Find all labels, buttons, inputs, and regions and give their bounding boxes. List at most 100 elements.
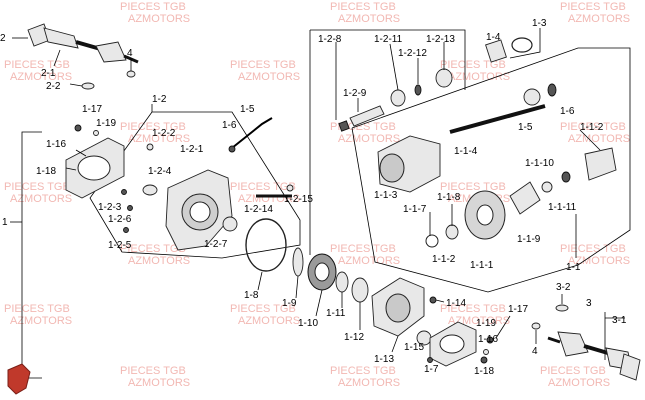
label-1-2-9: 1-2-9 <box>343 88 367 99</box>
label-2-2: 2-2 <box>46 81 61 92</box>
ring-1-1-6 <box>547 83 557 97</box>
washer-1-2-15 <box>286 184 294 192</box>
watermark-layer: PIECES TGB AZMOTORS PIECES TGB AZMOTORS … <box>4 1 630 389</box>
label-1-10: 1-10 <box>298 318 318 329</box>
seal-1-2-4 <box>142 184 158 196</box>
label-1-2-6: 1-2-6 <box>108 214 132 225</box>
bearing-1-1-8 <box>445 224 459 240</box>
watermark-line1: PIECES TGB <box>120 121 186 133</box>
watermark-line1: PIECES TGB <box>4 59 70 71</box>
label-3-2: 3-2 <box>556 282 571 293</box>
label-1-2-3: 1-2-3 <box>98 202 122 213</box>
drive-shaft-3 <box>531 294 641 381</box>
bolt-1-2-5 <box>123 227 129 233</box>
left-cover-plate <box>65 124 125 199</box>
watermark-line1: PIECES TGB <box>230 303 296 315</box>
seal-1-2-13 <box>435 68 453 88</box>
drive-shaft-2 <box>27 23 139 90</box>
ring-gear-1-10-hub <box>314 262 330 282</box>
label-1-1-9: 1-1-9 <box>517 234 541 245</box>
upper-shaft-group <box>335 42 453 132</box>
ring-1-1-10 <box>561 171 571 183</box>
bearing-1-2-7 <box>222 216 238 232</box>
pinion-1-2-9 <box>349 105 385 127</box>
plug-1-2-2 <box>146 143 154 151</box>
label-1-2-4: 1-2-4 <box>148 166 172 177</box>
sleeve-1-4 <box>485 39 507 63</box>
part-labels: 2 2-1 2-2 4 1-2-8 1-2-11 1-2-13 1-2-12 1… <box>0 18 627 377</box>
watermark-line1: PIECES TGB <box>120 1 186 13</box>
watermark-line2: AZMOTORS <box>128 377 190 389</box>
label-1-1-10: 1-1-10 <box>525 158 554 169</box>
leader-2-2 <box>69 83 83 87</box>
label-1-16b: 1-16 <box>478 334 498 345</box>
label-1-18: 1-18 <box>36 166 56 177</box>
label-1-2-11: 1-2-11 <box>374 34 403 45</box>
group-1-bracket <box>21 131 42 379</box>
ring-gear-assembly <box>245 218 511 367</box>
shim-1-9 <box>292 247 304 277</box>
leader-1-2-11 <box>389 43 399 91</box>
label-1-8: 1-8 <box>244 290 259 301</box>
spacer-1-2-12 <box>414 84 422 96</box>
watermark-line2: AZMOTORS <box>568 255 630 267</box>
drive-shaft-3-cup <box>619 353 641 381</box>
drive-shaft-3-spline <box>547 336 561 344</box>
watermark-line1: PIECES TGB <box>4 303 70 315</box>
boot-1-1-12 <box>584 147 617 181</box>
label-1-1-7: 1-1-7 <box>403 204 427 215</box>
watermark-line1: PIECES TGB <box>120 243 186 255</box>
label-1-9: 1-9 <box>282 298 297 309</box>
watermark-line2: AZMOTORS <box>10 71 72 83</box>
label-1-1-3: 1-1-3 <box>374 190 398 201</box>
label-1-6: 1-6 <box>560 106 575 117</box>
watermark-line1: PIECES TGB <box>440 303 506 315</box>
label-1-3: 1-3 <box>532 18 547 29</box>
label-1-2: 1-2 <box>152 94 167 105</box>
watermark-line1: PIECES TGB <box>330 365 396 377</box>
label-1-19b: 1-19 <box>476 318 496 329</box>
label-1-5: 1-5 <box>518 122 533 133</box>
leader-1-8 <box>257 271 263 291</box>
leader-1-10 <box>315 289 323 317</box>
watermark-line2: AZMOTORS <box>10 315 72 327</box>
label-1-4: 1-4 <box>486 32 501 43</box>
watermark-line2: AZMOTORS <box>10 193 72 205</box>
bearing-1-1-5 <box>523 88 541 106</box>
watermark-line2: AZMOTORS <box>338 13 400 25</box>
cover-plate-hole <box>77 155 111 181</box>
watermark-line1: PIECES TGB <box>120 365 186 377</box>
bearing-1-12 <box>351 277 369 303</box>
label-1-1-4: 1-1-4 <box>454 146 478 157</box>
label-1-6-clip: 1-6 <box>222 120 237 131</box>
watermark-line2: AZMOTORS <box>338 377 400 389</box>
label-2-1: 2-1 <box>41 68 56 79</box>
watermark-line1: PIECES TGB <box>440 59 506 71</box>
watermark-line1: PIECES TGB <box>540 365 606 377</box>
watermark-line1: PIECES TGB <box>230 59 296 71</box>
drive-shaft-boot <box>43 27 79 49</box>
housing-bore-inner <box>189 201 211 223</box>
circlip-3-2 <box>555 304 569 312</box>
brand-shield-icon <box>7 363 31 395</box>
label-2: 2 <box>0 33 6 44</box>
label-1-1-8: 1-1-8 <box>437 192 461 203</box>
watermark-line2: AZMOTORS <box>448 71 510 83</box>
label-1-17b: 1-17 <box>508 304 528 315</box>
group-1-1-outline <box>351 47 631 293</box>
group-upper-top-line <box>310 29 466 90</box>
label-1-13: 1-13 <box>374 354 394 365</box>
label-1-11: 1-11 <box>326 308 346 319</box>
watermark-line2: AZMOTORS <box>128 13 190 25</box>
label-1-1-1: 1-1-1 <box>470 260 494 271</box>
cover-1-13-face <box>385 293 411 323</box>
drive-shaft-outer-boot <box>95 41 127 63</box>
pin-1-2-3 <box>121 189 127 195</box>
label-1-1-12: 1-1-2 <box>580 122 604 133</box>
label-1-1-11: 1-1-11 <box>548 202 577 213</box>
nut-1-2-8 <box>338 120 350 132</box>
washer-4b <box>531 322 541 330</box>
watermark-line2: AZMOTORS <box>548 377 610 389</box>
plug-1-14 <box>429 296 437 304</box>
